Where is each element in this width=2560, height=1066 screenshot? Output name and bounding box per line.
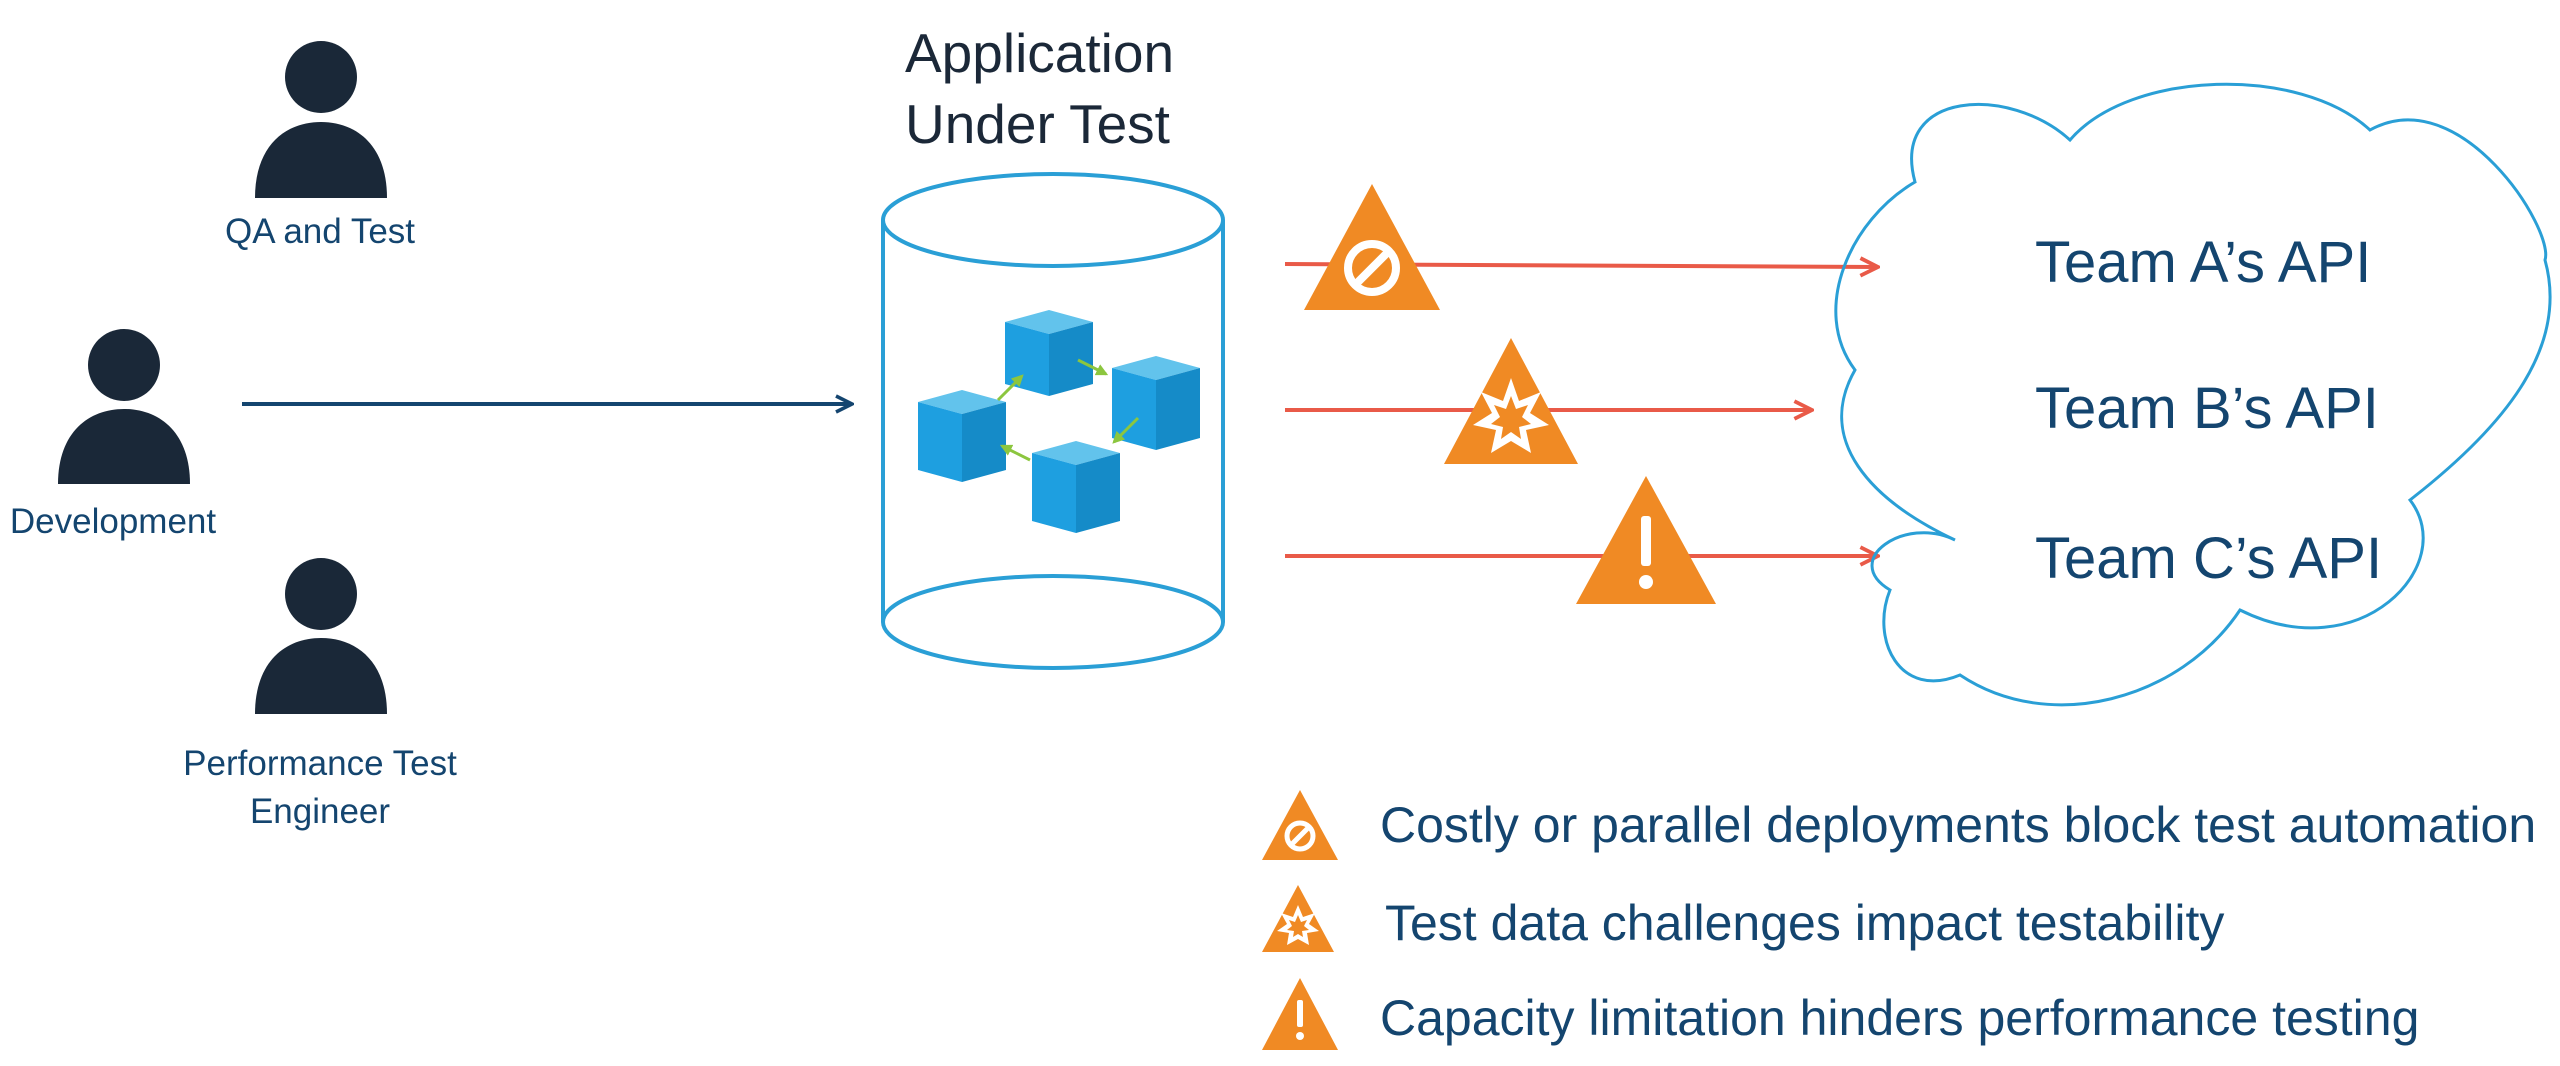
development-label: Development [10, 502, 216, 541]
cube-icon [1005, 310, 1093, 396]
qa-label: QA and Test [225, 212, 415, 251]
legend-item-blocked: Costly or parallel deployments block tes… [1262, 790, 2536, 860]
cube-icon [918, 390, 1006, 482]
app-title-line1: Application [905, 22, 1174, 84]
flow-arrow [1112, 416, 1140, 444]
cube-icon [1112, 356, 1200, 450]
development-person: Development [10, 329, 216, 541]
legend-text-capacity: Capacity limitation hinders performance … [1380, 990, 2419, 1046]
person-icon [58, 329, 190, 484]
legend-item-data: Test data challenges impact testability [1262, 885, 2224, 952]
flow-arrow [999, 444, 1031, 462]
service-cubes [918, 310, 1200, 533]
performance-label-line1: Performance Test [183, 744, 457, 783]
blocked-icon [1262, 790, 1338, 860]
flow-arrow [996, 374, 1024, 402]
performance-label-line2: Engineer [250, 792, 390, 831]
team-b-api-label: Team B’s API [2035, 376, 2379, 441]
api-cloud [1834, 82, 2552, 707]
team-c-api-label: Team C’s API [2035, 526, 2382, 591]
legend: Costly or parallel deployments block tes… [1262, 790, 2536, 1050]
legend-text-blocked: Costly or parallel deployments block tes… [1380, 797, 2536, 853]
cube-icon [1032, 441, 1120, 533]
legend-item-capacity: Capacity limitation hinders performance … [1262, 978, 2419, 1050]
database-cylinder [881, 172, 1225, 670]
qa-person: QA and Test [225, 41, 415, 251]
performance-engineer-person: Performance Test Engineer [183, 558, 457, 831]
data-burst-icon [1262, 885, 1334, 952]
app-title-line2: Under Test [905, 93, 1170, 155]
team-a-api-label: Team A’s API [2035, 230, 2371, 295]
person-icon [255, 41, 387, 198]
exclamation-icon [1576, 476, 1716, 604]
flow-arrow [1077, 358, 1109, 376]
exclamation-icon [1262, 978, 1338, 1050]
blocked-icon [1304, 184, 1440, 310]
data-burst-icon [1444, 338, 1578, 464]
person-icon [255, 558, 387, 714]
legend-text-data: Test data challenges impact testability [1385, 895, 2224, 951]
